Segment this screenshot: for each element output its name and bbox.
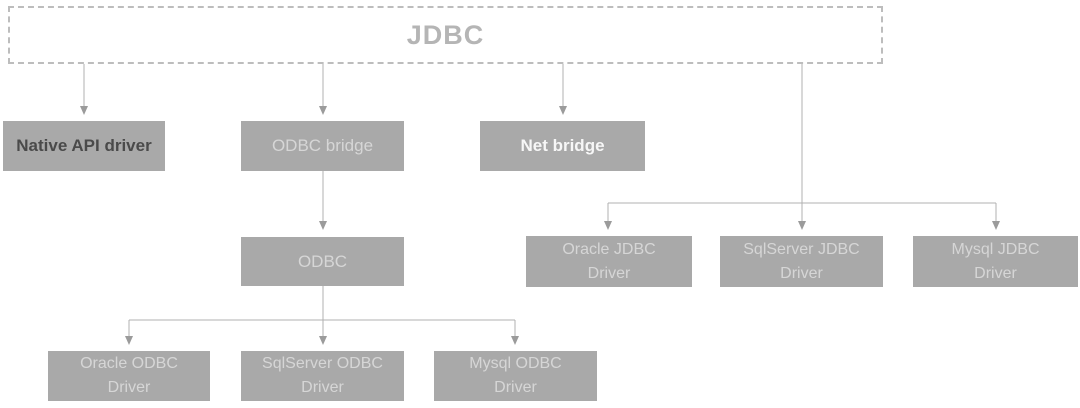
node-net-bridge: Net bridge — [480, 121, 645, 171]
connector-jdbc-drivers-trunk — [608, 64, 996, 204]
node-odbc-bridge: ODBC bridge — [241, 121, 404, 171]
node-mysql-odbc-driver: Mysql ODBC Driver — [434, 351, 597, 401]
node-odbc: ODBC — [241, 237, 404, 286]
node-sqlserver-odbc-driver-label: SqlServer ODBC Driver — [262, 355, 383, 396]
node-jdbc: JDBC — [8, 6, 883, 64]
node-odbc-bridge-label: ODBC bridge — [271, 136, 374, 156]
node-sqlserver-jdbc-driver: SqlServer JDBC Driver — [720, 236, 883, 287]
node-sqlserver-odbc-driver: SqlServer ODBC Driver — [241, 351, 404, 401]
node-odbc-label: ODBC — [297, 251, 348, 271]
node-native-api-driver-label: Native API driver — [16, 136, 152, 156]
node-mysql-odbc-driver-label: Mysql ODBC Driver — [469, 355, 562, 396]
node-oracle-jdbc-driver-label: Oracle JDBC Driver — [562, 240, 656, 282]
node-oracle-odbc-driver-label: Oracle ODBC Driver — [80, 355, 178, 396]
node-jdbc-label: JDBC — [406, 19, 485, 50]
connector-odbc-drivers-trunk — [129, 286, 515, 321]
node-mysql-jdbc-driver: Mysql JDBC Driver — [913, 236, 1078, 287]
node-sqlserver-jdbc-driver-label: SqlServer JDBC Driver — [743, 240, 860, 282]
node-oracle-jdbc-driver: Oracle JDBC Driver — [526, 236, 692, 287]
node-mysql-jdbc-driver-label: Mysql JDBC Driver — [951, 240, 1040, 282]
node-oracle-odbc-driver: Oracle ODBC Driver — [48, 351, 210, 401]
node-net-bridge-label: Net bridge — [520, 136, 605, 156]
node-native-api-driver: Native API driver — [3, 121, 165, 171]
